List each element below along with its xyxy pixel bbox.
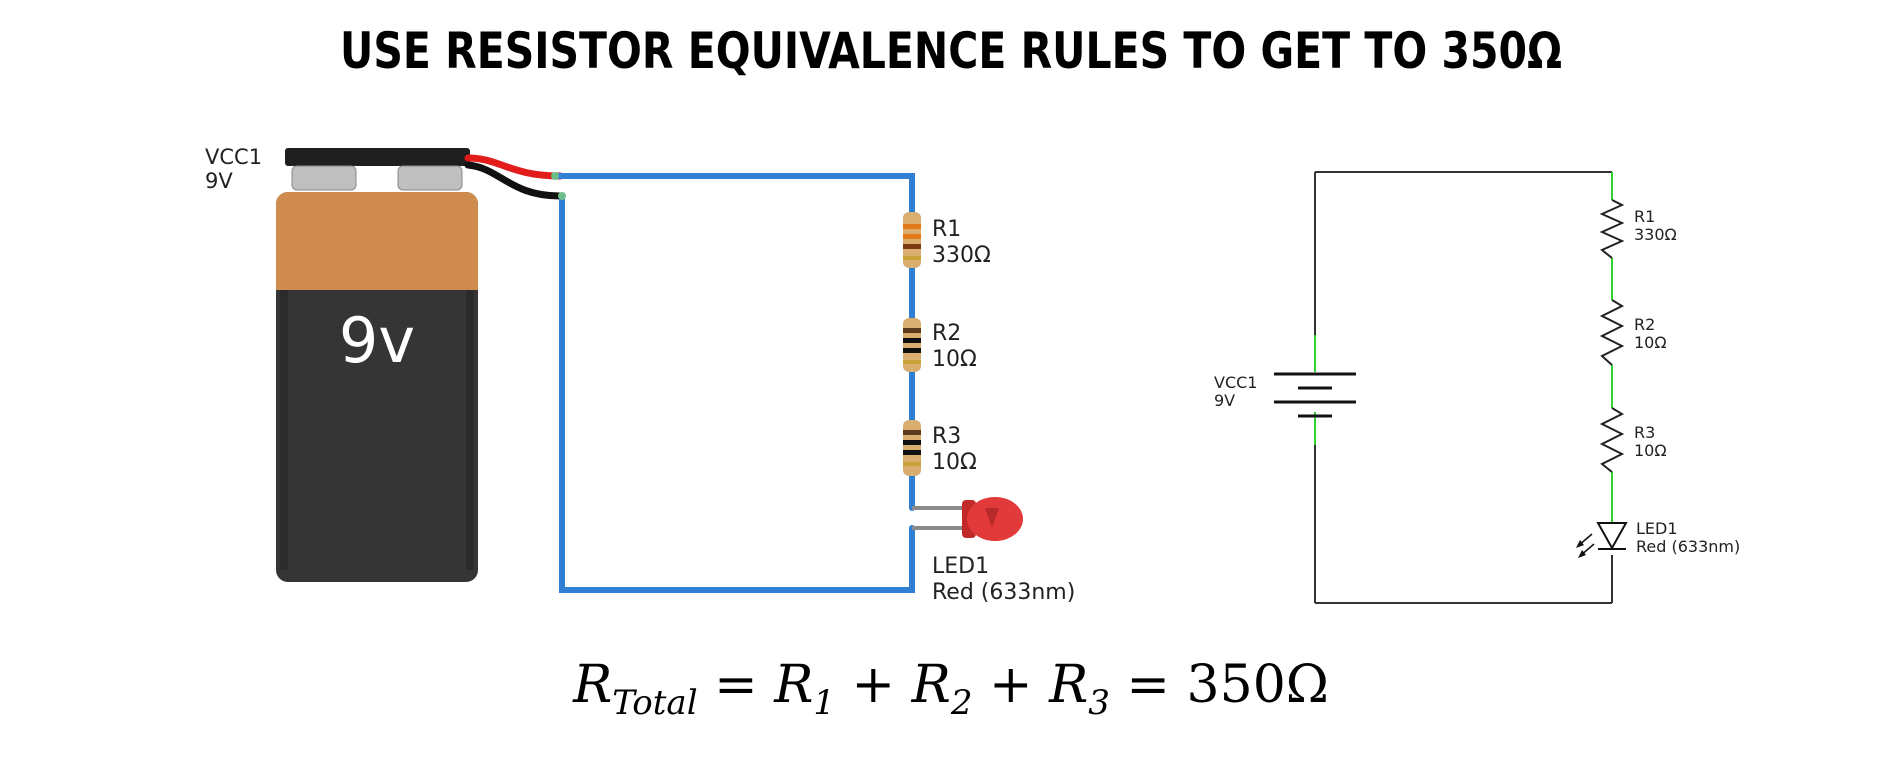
- r3-label: R3: [932, 424, 961, 449]
- battery-label: VCC1: [205, 145, 262, 169]
- formula-equals-2: =: [1126, 655, 1170, 715]
- battery-9v: 9v: [276, 148, 478, 582]
- resistor-r3: [903, 420, 921, 476]
- schematic-battery-label: VCC1: [1214, 373, 1257, 392]
- schematic-led-symbol: [1576, 520, 1628, 558]
- blue-wires: [552, 173, 915, 593]
- schematic-r3-label: R3: [1634, 423, 1655, 442]
- schematic-led1-value: Red (633nm): [1636, 537, 1740, 556]
- schematic-led1-label: LED1: [1636, 519, 1678, 538]
- page-title: USE RESISTOR EQUIVALENCE RULES TO GET TO…: [340, 22, 1562, 80]
- led1-label: LED1: [932, 554, 989, 579]
- circuit-diagrams: VCC1 9V 9v: [205, 145, 1740, 605]
- formula-equals: =: [714, 655, 758, 715]
- r3-value: 10Ω: [932, 450, 977, 475]
- red-lead-wire: [464, 154, 564, 180]
- formula-r-total: RTotal: [573, 655, 698, 723]
- r2-value: 10Ω: [932, 347, 977, 372]
- r1-value: 330Ω: [932, 243, 991, 268]
- resistor-r1: [903, 212, 921, 268]
- schematic-resistor-r1: [1599, 199, 1625, 259]
- r2-label: R2: [932, 321, 961, 346]
- formula-r3: R3: [1049, 655, 1110, 723]
- schematic-battery-value: 9V: [1214, 391, 1235, 410]
- total-resistance-formula: RTotal = R1 + R2 + R3 = 350Ω: [0, 655, 1902, 723]
- battery-face-text: 9v: [339, 304, 415, 377]
- schematic-r2-value: 10Ω: [1634, 333, 1667, 352]
- schematic-r3-value: 10Ω: [1634, 441, 1667, 460]
- schematic-resistor-r2: [1599, 299, 1625, 366]
- schematic-wires: [1314, 171, 1612, 604]
- formula-r1: R1: [774, 655, 836, 723]
- schematic-r1-value: 330Ω: [1634, 225, 1677, 244]
- black-lead-wire: [464, 161, 564, 200]
- formula-result: 350Ω: [1186, 655, 1329, 715]
- schematic-resistor-r3: [1599, 407, 1625, 473]
- schematic-view: VCC1 9V R1 330Ω R2 10Ω R3: [1214, 171, 1740, 604]
- schematic-battery-symbol: [1274, 335, 1356, 445]
- schematic-r2-label: R2: [1634, 315, 1655, 334]
- led1-value: Red (633nm): [932, 580, 1075, 605]
- led-red: [912, 497, 1023, 541]
- formula-plus-1: +: [851, 655, 896, 715]
- resistor-r2: [903, 318, 921, 372]
- r1-label: R1: [932, 217, 961, 242]
- battery-value: 9V: [205, 169, 233, 193]
- breadboard-view: VCC1 9V 9v: [205, 145, 1075, 605]
- formula-plus-2: +: [988, 655, 1033, 715]
- formula-r2: R2: [911, 655, 973, 723]
- schematic-r1-label: R1: [1634, 207, 1655, 226]
